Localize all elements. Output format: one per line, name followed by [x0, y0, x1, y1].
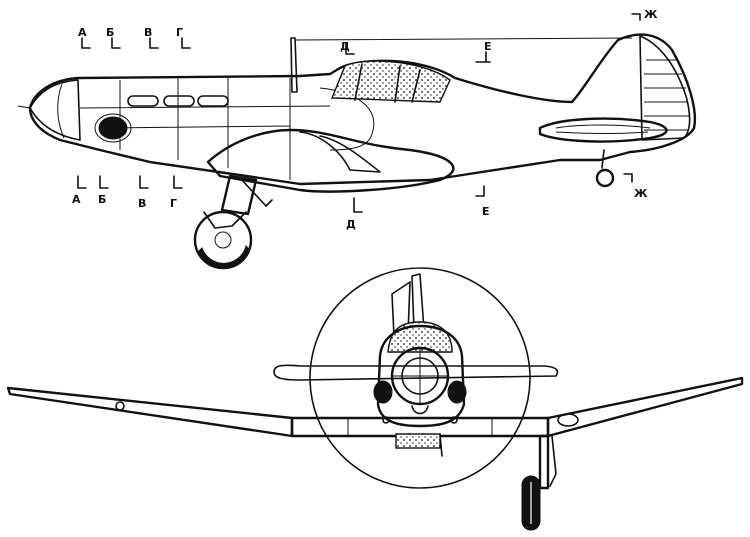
antenna-mast: [290, 37, 298, 93]
front-view: [6, 267, 744, 531]
mark-g-top: Г: [176, 26, 183, 39]
mark-d-bottom: Д: [346, 218, 356, 231]
right-wing-intake: [557, 413, 579, 427]
mark-a-bottom: А: [72, 193, 81, 206]
section-ticks-top: [81, 13, 641, 63]
left-intake-front: [373, 380, 393, 404]
oil-cooler-ring: [94, 113, 132, 143]
gear-leg-front: [538, 434, 550, 490]
right-wing-front: [546, 376, 744, 438]
wheel-hub: [214, 231, 232, 249]
section-markers: А Б В Г Д Е Ж А Б В Г Д Е Ж: [72, 8, 658, 231]
gear-leg: [239, 177, 273, 207]
wing-side: [206, 128, 455, 193]
spinner: [29, 79, 81, 141]
rudder-ribs: [644, 59, 689, 131]
mark-e-top: Е: [484, 40, 492, 53]
fuselage-outline: [28, 33, 696, 186]
oil-cooler-intake: [98, 116, 128, 140]
antenna-wire: [295, 37, 633, 41]
mark-v-top: В: [144, 26, 152, 39]
left-wing-light: [115, 401, 125, 411]
exhaust-2: [163, 95, 195, 107]
tailwheel-strut: [601, 149, 605, 169]
mark-a-top: А: [78, 26, 87, 39]
tailplane-front: [273, 364, 559, 381]
chin-gun-left: [382, 416, 390, 424]
spinner-tip: [17, 105, 31, 109]
gear-strut: [220, 174, 258, 216]
stabilizer: [538, 117, 668, 143]
mark-zh-bottom: Ж: [634, 187, 648, 200]
wing-center-ticks: [347, 418, 493, 436]
side-view: [17, 33, 696, 270]
mark-v-bottom: В: [138, 197, 146, 210]
main-wheel-tread: [197, 245, 251, 270]
mark-e-bottom: Е: [482, 205, 490, 218]
exhaust-1: [127, 95, 159, 107]
right-intake-front: [447, 380, 467, 404]
chin-gun-right: [450, 416, 458, 424]
spinner-ring: [57, 83, 65, 139]
chin-scoop: [411, 405, 429, 415]
propeller-disc: [309, 267, 531, 489]
radiator-front: [395, 433, 441, 449]
rudder: [639, 35, 691, 141]
stabilizer-inner: [555, 124, 651, 134]
gear-door-front: [549, 435, 557, 487]
left-wing-front: [6, 386, 294, 438]
mark-d-top: Д: [340, 40, 350, 53]
canopy-frames: [354, 63, 421, 103]
section-ticks-bottom: [77, 173, 633, 213]
wing-fillet: [299, 131, 381, 173]
radiator-strut: [439, 433, 443, 457]
mark-g-bottom: Г: [170, 197, 177, 210]
canopy: [330, 60, 451, 103]
mark-b-top: Б: [106, 26, 114, 39]
fuselage-front: [376, 324, 466, 428]
exhaust-3: [197, 95, 229, 107]
tail-wheel: [595, 168, 615, 188]
gear-door: [203, 211, 247, 229]
mark-b-bottom: Б: [98, 193, 106, 206]
prop-blade-axis: [392, 348, 448, 404]
mark-zh-top: Ж: [644, 8, 658, 21]
